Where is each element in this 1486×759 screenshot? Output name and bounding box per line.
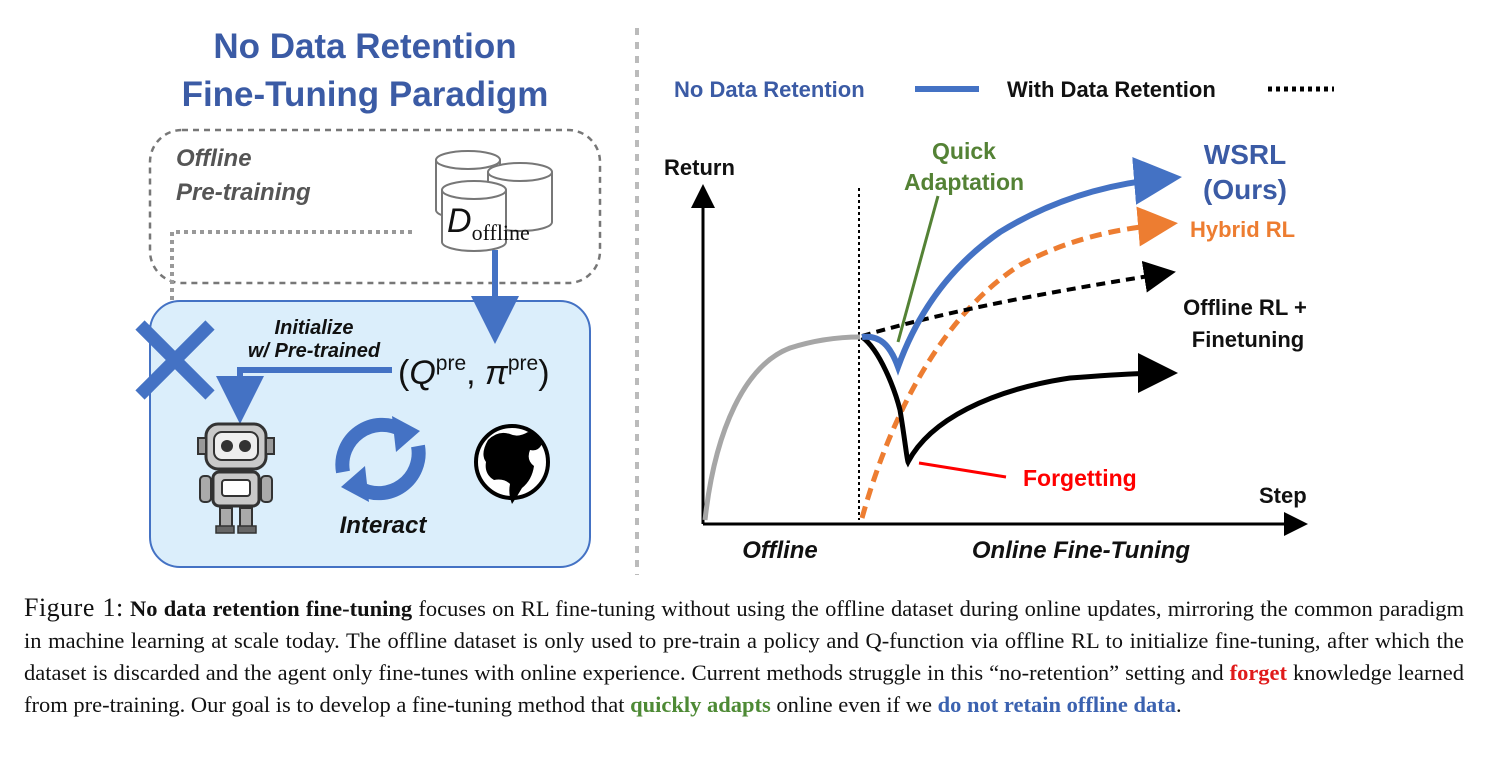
series-wsrl-line1: WSRL	[1204, 139, 1286, 170]
caption-bold-lead: No data retention fine-tuning	[130, 596, 413, 621]
phase-online-label: Online Fine-Tuning	[972, 537, 1191, 564]
discarded-data-path	[170, 230, 412, 494]
y-axis-label: Return	[664, 155, 735, 180]
initialize-arrow	[216, 367, 392, 424]
wsrl-curve	[861, 156, 1182, 376]
caption-noretain: do not retain offline data	[937, 692, 1176, 717]
offline-rl-finetune-curve	[860, 334, 1178, 468]
figure-caption: Figure 1: No data retention fine-tuning …	[24, 592, 1464, 721]
caption-part1: focuses on RL fine-tuning without using …	[24, 596, 1465, 685]
init-label-line1: Initialize	[275, 317, 354, 339]
legend-no-retention: No Data Retention	[674, 77, 865, 102]
annot-quick-line1: Quick	[932, 138, 996, 164]
series-offline-line2: Finetuning	[1192, 327, 1304, 352]
caption-part4: .	[1175, 692, 1182, 717]
caption-part2: knowledge learned from pre-training. Our…	[24, 660, 1464, 717]
interact-label: Interact	[340, 512, 428, 539]
left-title-line1: No Data Retention	[213, 27, 516, 66]
caption-quick: quickly adapts	[630, 692, 771, 717]
hybrid-rl-curve	[859, 206, 1178, 519]
series-wsrl-line2: (Ours)	[1203, 174, 1287, 205]
left-title-line2: Fine-Tuning Paradigm	[182, 75, 549, 114]
offline-label-line1: Offline	[176, 145, 252, 172]
series-offline-line1: Offline RL +	[1183, 295, 1307, 320]
annot-forgetting: Forgetting	[1023, 465, 1137, 491]
dataset-label: Doffline	[447, 202, 530, 245]
forgetting-pointer	[918, 461, 1007, 479]
database-icon	[435, 150, 553, 252]
globe-icon	[474, 424, 550, 504]
offline-pretraining-curve	[702, 334, 861, 521]
caption-forget: forget	[1229, 660, 1288, 685]
annot-quick-line2: Adaptation	[904, 169, 1024, 195]
figure-illustration: No Data Retention Fine-Tuning Paradigm O…	[135, 27, 1334, 575]
caption-part3: online even if we	[770, 692, 938, 717]
caption-label: Figure 1:	[24, 593, 124, 622]
legend-with-retention: With Data Retention	[1007, 77, 1216, 102]
interact-cycle-icon	[335, 416, 426, 502]
offline-label-line2: Pre-training	[176, 179, 311, 206]
phase-offline-label: Offline	[742, 537, 818, 564]
cross-out-icon	[135, 320, 215, 400]
x-axis-label: Step	[1259, 483, 1307, 508]
pretrained-params: (Qpre, πpre)	[398, 352, 550, 392]
offline-rl-retention-curve	[861, 260, 1176, 338]
robot-icon	[197, 422, 275, 534]
series-hybrid-label: Hybrid RL	[1190, 217, 1295, 242]
offline-pretraining-box	[148, 128, 602, 285]
init-label-line2: w/ Pre-trained	[248, 340, 381, 362]
quick-adaptation-pointer	[896, 195, 940, 343]
